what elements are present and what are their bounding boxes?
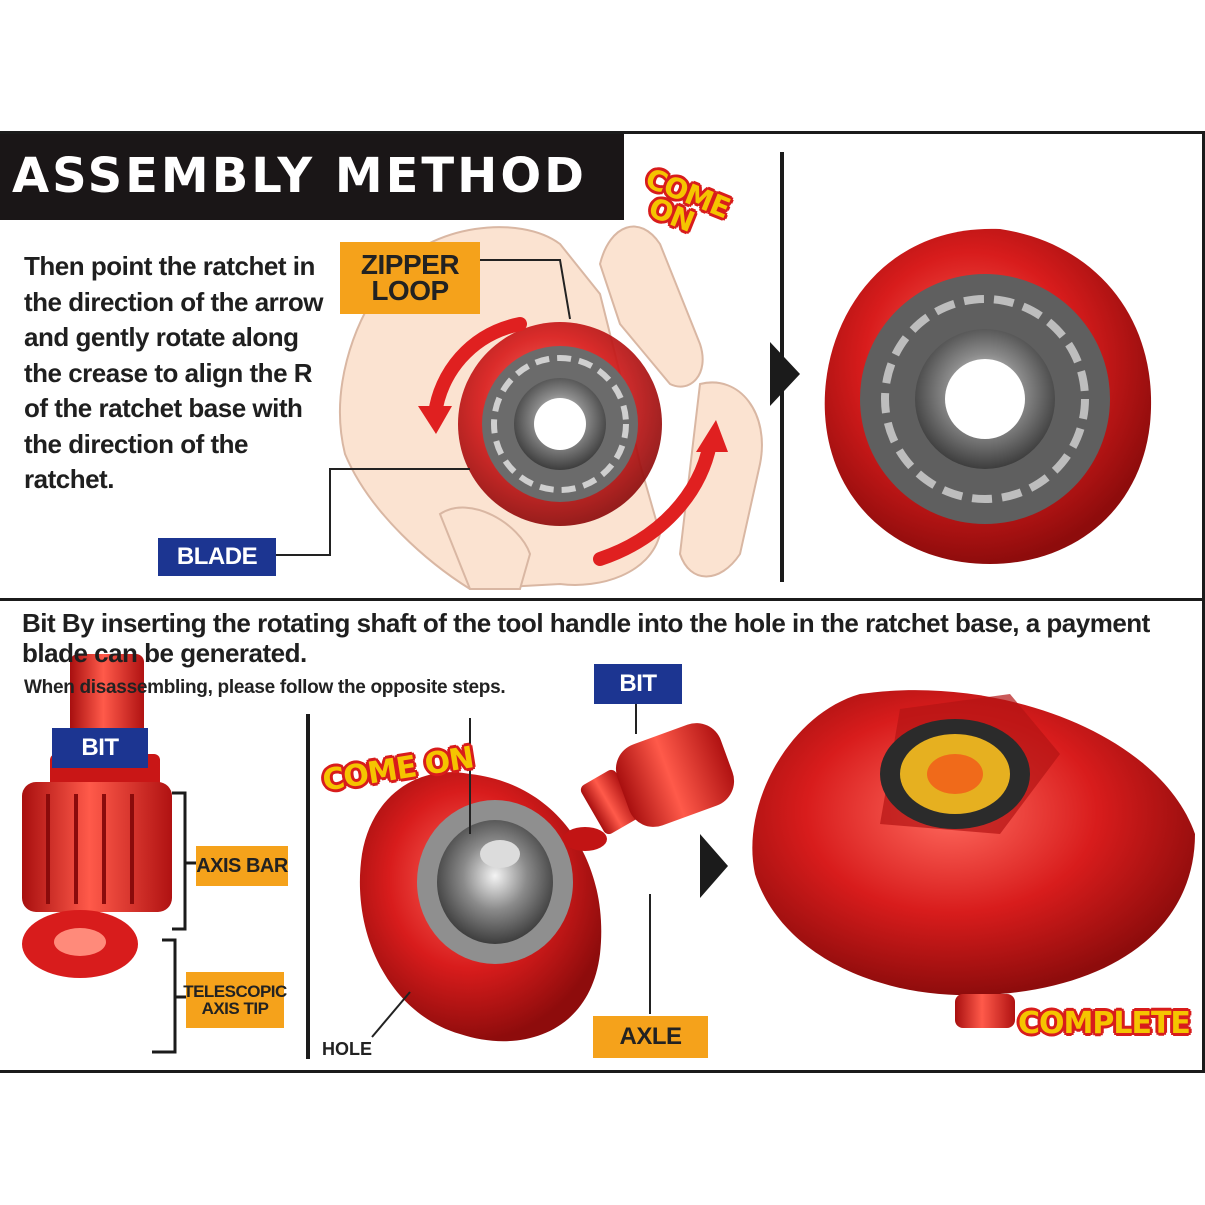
illustration-layer xyxy=(22,152,1195,1059)
zipper-loop-line: LOOP xyxy=(371,275,449,306)
instruction-line: Then point the ratchet in xyxy=(24,251,315,281)
instruction-line: Bit By inserting the rotating shaft of t… xyxy=(22,608,1150,638)
ratchet-base xyxy=(359,772,602,1042)
ratchet-result xyxy=(824,228,1152,565)
section-divider xyxy=(0,598,1205,601)
next-step-arrow-icon xyxy=(770,342,800,406)
panel-border xyxy=(1202,134,1205,1070)
blade-label: BLADE xyxy=(158,538,276,576)
assembly-instruction-panel: ASSEMBLY METHOD Then point the ratchet i… xyxy=(0,131,1205,1073)
telescopic-line: AXIS TIP xyxy=(201,999,269,1018)
bit-upright xyxy=(563,723,735,851)
page-title: ASSEMBLY METHOD xyxy=(12,148,587,204)
rotation-arrows xyxy=(428,317,717,566)
next-step-arrow-icon xyxy=(700,834,728,898)
zipper-loop-label: ZIPPER LOOP xyxy=(340,242,480,314)
instruction-line: blade can be generated. xyxy=(22,638,307,668)
bit-label: BIT xyxy=(52,728,148,768)
title-bar: ASSEMBLY METHOD xyxy=(0,134,624,220)
complete-label: COMPLETE xyxy=(1018,1006,1191,1041)
instruction-line: the direction of the xyxy=(24,428,249,459)
disassemble-note: When disassembling, please follow the op… xyxy=(24,677,506,698)
bit-part xyxy=(22,654,172,978)
axis-bar-label: AXIS BAR xyxy=(196,846,288,886)
instruction-line: and gently rotate along xyxy=(24,322,299,352)
instruction-line: the crease to align the R xyxy=(24,357,313,388)
complete-top xyxy=(752,690,1195,1028)
step1-instruction: Then point the ratchet in the direction … xyxy=(24,249,344,498)
telescopic-axis-tip-label: TELESCOPIC AXIS TIP xyxy=(183,972,287,1028)
instruction-line: of the ratchet base with xyxy=(24,393,303,423)
step2-instruction: Bit By inserting the rotating shaft of t… xyxy=(22,608,1172,668)
zipper-loop-line: ZIPPER xyxy=(360,249,460,280)
axle-label: AXLE xyxy=(593,1016,708,1058)
instruction-line: the direction of the arrow xyxy=(24,286,324,317)
arrow-head-icon xyxy=(418,406,452,434)
blade-in-hand xyxy=(458,322,662,526)
brackets xyxy=(152,791,196,1054)
instruction-line: ratchet. xyxy=(24,464,114,494)
arrow-head-icon xyxy=(696,420,728,452)
leader-lines xyxy=(276,259,571,556)
bit-label: BIT xyxy=(594,664,682,704)
hole-label: HOLE xyxy=(322,1039,373,1059)
telescopic-line: TELESCOPIC xyxy=(183,982,287,1001)
